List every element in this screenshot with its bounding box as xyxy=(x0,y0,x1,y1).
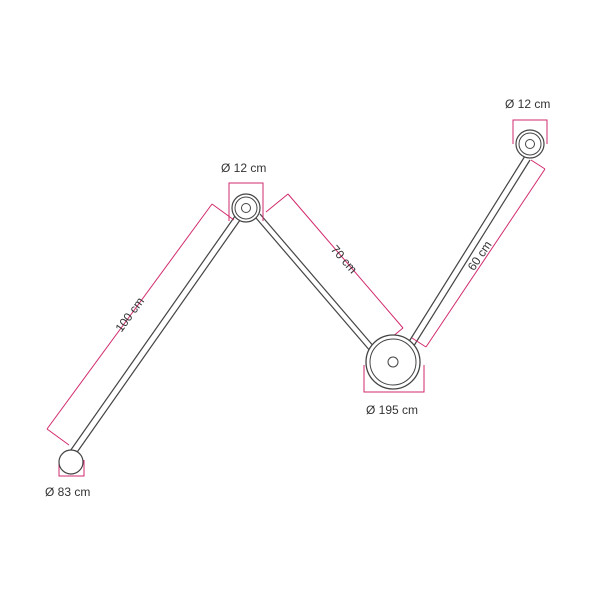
node-top-right xyxy=(515,129,545,159)
dim-line-rod-2 xyxy=(265,193,404,347)
label-diameter-top-left: Ø 12 cm xyxy=(221,161,266,175)
dim-line-rod-1 xyxy=(46,203,235,446)
rod-3 xyxy=(404,155,531,353)
label-rod-1-length: 100 cm xyxy=(113,295,147,335)
label-diameter-center: Ø 195 cm xyxy=(366,403,418,417)
node-center xyxy=(365,334,421,390)
dim-line-rod-3 xyxy=(411,159,546,348)
node-top-left xyxy=(231,193,261,223)
node-left xyxy=(58,449,84,475)
bracket-left xyxy=(58,460,85,477)
rod-2 xyxy=(255,213,376,353)
bracket-top-right xyxy=(512,119,548,144)
bracket-center xyxy=(363,365,425,393)
rod-1 xyxy=(67,208,246,459)
bracket-top-left xyxy=(228,182,264,221)
label-diameter-top-right: Ø 12 cm xyxy=(505,97,550,111)
label-rod-2-length: 70 cm xyxy=(328,242,360,276)
label-diameter-left: Ø 83 cm xyxy=(45,485,90,499)
label-rod-3-length: 60 cm xyxy=(465,238,495,273)
